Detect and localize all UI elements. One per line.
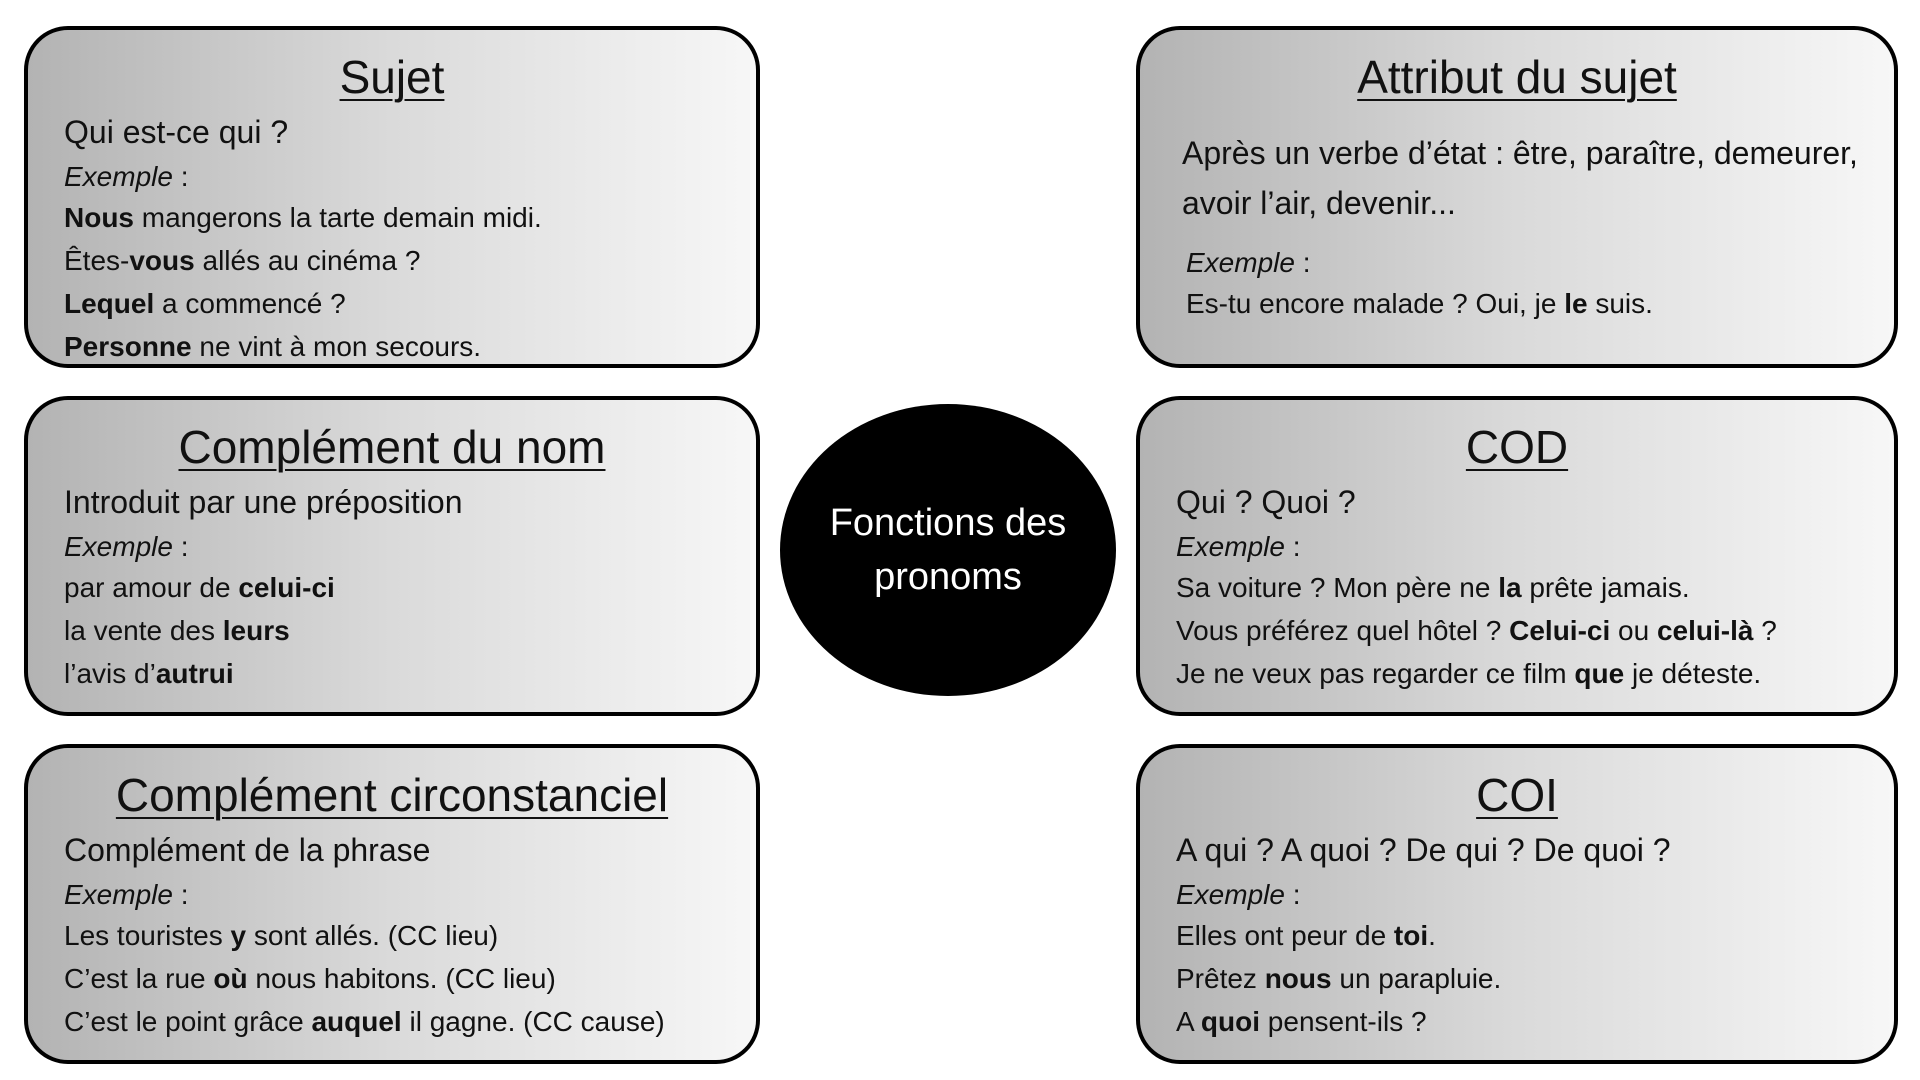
example-label: Exemple :: [64, 531, 189, 562]
card-lead: Qui est-ce qui ?: [64, 114, 289, 150]
example-line: A quoi pensent-ils ?: [1176, 1006, 1427, 1037]
card-title: COD: [1465, 421, 1569, 473]
example-line: Personne ne vint à mon secours.: [64, 331, 482, 362]
center-node: Fonctions des pronoms: [780, 404, 1116, 696]
card-title: Attribut du sujet: [1357, 51, 1677, 103]
example-line: Les touristes y sont allés. (CC lieu): [64, 920, 499, 951]
example-line: la vente des leurs: [64, 615, 290, 646]
card-lead: Complément de la phrase: [64, 832, 431, 868]
example-label: Exemple :: [64, 161, 189, 192]
card-lead: Introduit par une préposition: [64, 484, 463, 520]
card-title: Complément circonstanciel: [115, 769, 669, 821]
example-line: l’avis d’autrui: [64, 658, 234, 689]
center-title: Fonctions des pronoms: [829, 502, 1067, 598]
card-sujet: Sujet Qui est-ce qui ? Exemple : Nous ma…: [24, 26, 760, 368]
example-line: Elles ont peur de toi.: [1176, 920, 1436, 951]
example-label: Exemple :: [1176, 531, 1301, 562]
example-line: Nous mangerons la tarte demain midi.: [64, 202, 542, 233]
example-label: Exemple :: [64, 879, 189, 910]
card-lead: Qui ? Quoi ?: [1176, 484, 1356, 520]
card-coi: COI A qui ? A quoi ? De qui ? De quoi ? …: [1136, 744, 1898, 1064]
example-line: Êtes-vous allés au cinéma ?: [64, 245, 421, 276]
example-label: Exemple :: [1186, 247, 1311, 278]
example-line: Es-tu encore malade ? Oui, je le suis.: [1186, 288, 1653, 319]
card-complement-du-nom: Complément du nom Introduit par une prép…: [24, 396, 760, 716]
example-label: Exemple :: [1176, 879, 1301, 910]
card-title: COI: [1476, 769, 1558, 821]
example-line: Sa voiture ? Mon père ne la prête jamais…: [1176, 572, 1690, 603]
example-line: par amour de celui-ci: [64, 572, 335, 603]
example-line: Je ne veux pas regarder ce film que je d…: [1176, 658, 1762, 689]
example-line: C’est la rue où nous habitons. (CC lieu): [64, 963, 556, 994]
card-lead: A qui ? A quoi ? De qui ? De quoi ?: [1176, 832, 1671, 868]
example-line: C’est le point grâce auquel il gagne. (C…: [64, 1006, 665, 1037]
card-attribut-du-sujet: Attribut du sujet Après un verbe d’état …: [1136, 26, 1898, 368]
example-line: Prêtez nous un parapluie.: [1176, 963, 1502, 994]
card-cod: COD Qui ? Quoi ? Exemple : Sa voiture ? …: [1136, 396, 1898, 716]
example-line: Lequel a commencé ?: [64, 288, 346, 319]
card-title: Complément du nom: [178, 421, 606, 473]
card-title: Sujet: [339, 51, 445, 103]
card-lead: Après un verbe d’état : être, paraître, …: [1182, 135, 1858, 221]
card-complement-circonstanciel: Complément circonstanciel Complément de …: [24, 744, 760, 1064]
example-line: Vous préférez quel hôtel ? Celui-ci ou c…: [1176, 615, 1777, 646]
